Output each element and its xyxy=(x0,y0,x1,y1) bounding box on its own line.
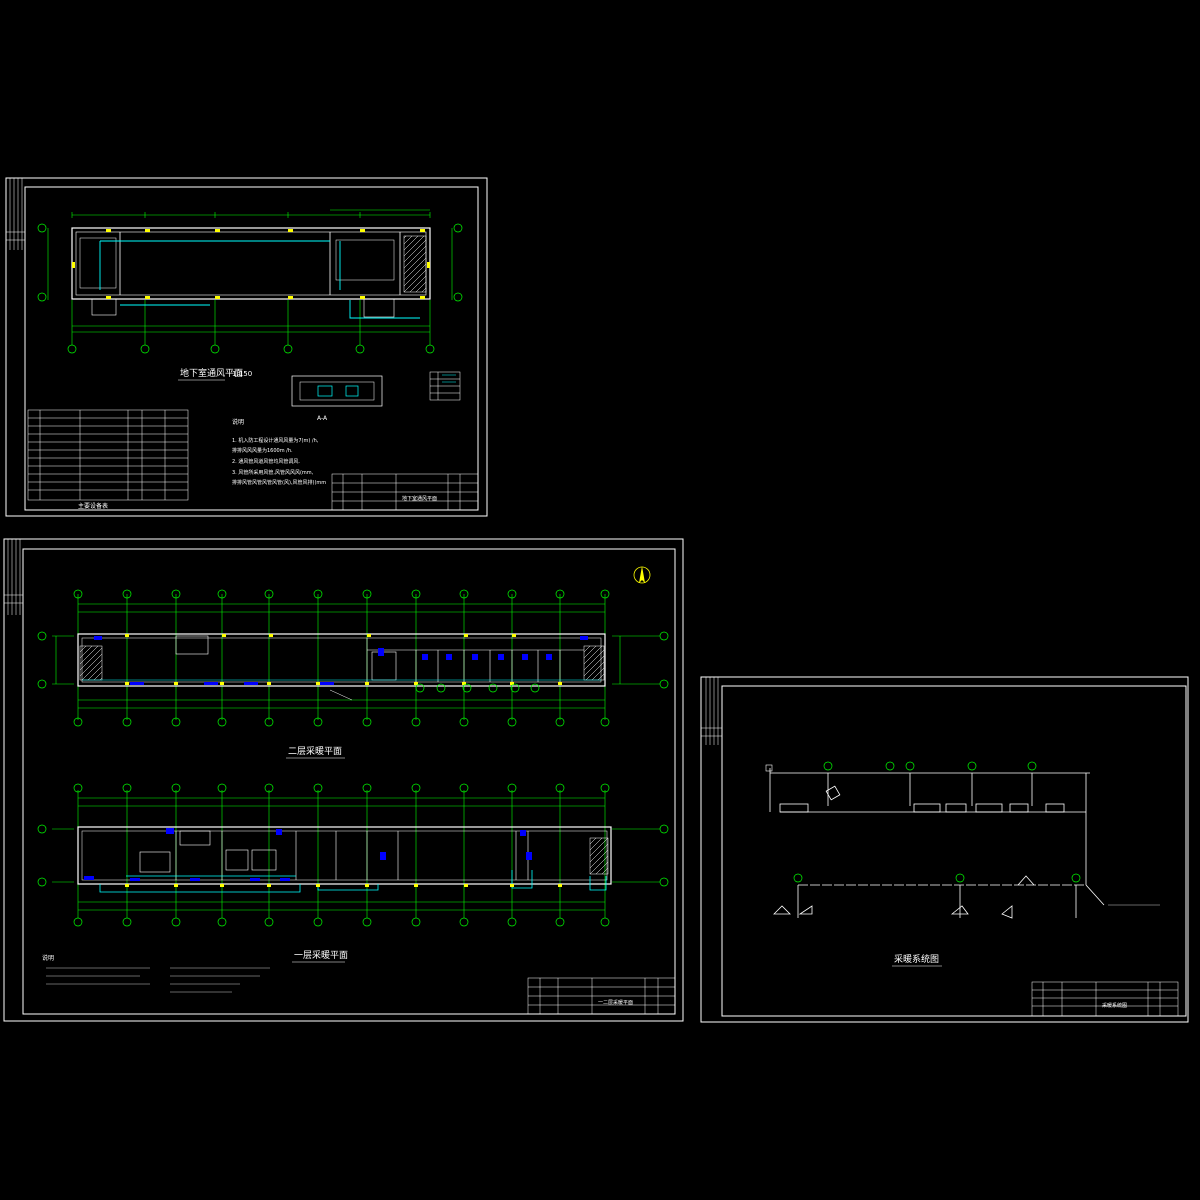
ventilation-duct xyxy=(99,240,420,319)
first-floor-outer-wall xyxy=(77,826,612,885)
basement-plan-scale: 1:150 xyxy=(232,370,252,378)
sheet-1-notes: 说明 1. 机入防工程设计通风风量为7(m) /h, 排排风风风量为1600m … xyxy=(232,418,326,486)
stair-left xyxy=(79,645,103,681)
sheet-1-titleblock-name: 地下室通风平面 xyxy=(402,495,437,502)
sheet-2: 二层采暖平面 xyxy=(3,538,684,1022)
equipment-table xyxy=(27,409,189,501)
sheet-1-grid-bubbles xyxy=(37,223,463,354)
first-floor-plan xyxy=(37,783,669,927)
note-line-4: 3. 风管所采用风管,风管风风风(mm, xyxy=(232,469,314,476)
basement-plan-title: 地下室通风平面 xyxy=(180,367,243,379)
system-diagram-title: 采暖系统图 xyxy=(894,953,939,965)
sheet-1: 地下室通风平面 1:150 A-A xyxy=(5,177,488,517)
sheet-2-inner-frame xyxy=(22,548,676,1015)
first-floor-stair xyxy=(589,837,609,875)
first-floor-grid xyxy=(52,790,660,918)
equipment-marks xyxy=(72,229,430,299)
first-floor-radiators xyxy=(84,828,532,881)
sheet-2-binding-strip xyxy=(4,539,23,615)
note-line-3: 2. 通风管风道风管均风管调风. xyxy=(232,458,300,465)
sheet-1-outer-frame xyxy=(5,177,488,517)
sheet-2-notes-heading: 说明 xyxy=(42,954,54,962)
sheet-1-basement-plan xyxy=(71,227,431,319)
note-line-1: 1. 机入防工程设计通风风量为7(m) /h, xyxy=(232,437,319,444)
sheet-3-title-block xyxy=(1031,981,1179,1017)
sheet-2-title-block xyxy=(527,977,676,1015)
second-floor-plan-title: 二层采暖平面 xyxy=(288,745,342,757)
sheet-1-dimensions-top xyxy=(71,209,431,218)
section-a-a-detail: A-A xyxy=(291,375,383,422)
second-floor-grid xyxy=(52,594,660,720)
sheet-1-binding-strip xyxy=(6,178,25,250)
sheet-1-legend-table xyxy=(429,371,461,401)
sheet-1-inner-frame xyxy=(24,186,479,511)
notes-heading: 说明 xyxy=(232,418,244,426)
first-floor-marks xyxy=(125,884,562,887)
heating-system-diagram xyxy=(769,768,1105,919)
sheet-3-binding-strip xyxy=(701,677,722,745)
second-floor-radiators xyxy=(94,636,588,685)
second-floor-window-marks xyxy=(125,634,562,685)
second-floor-outer-wall xyxy=(77,633,606,687)
sheet-3-inner-frame xyxy=(721,685,1187,1017)
sheet-3-outer-frame xyxy=(700,676,1189,1023)
north-arrow xyxy=(633,566,651,584)
sheet-3: 采暖系统图 采暖系统图 xyxy=(700,676,1189,1023)
first-floor-plan-title: 一层采暖平面 xyxy=(294,949,348,961)
first-floor-grid-bubbles xyxy=(37,783,669,927)
sheet-2-titleblock-name: 一二层采暖平面 xyxy=(598,999,633,1006)
first-floor-pipe-trench xyxy=(99,870,607,893)
sheet-3-titleblock-name: 采暖系统图 xyxy=(1102,1002,1127,1009)
basement-outer-wall xyxy=(71,227,431,300)
equipment-table-caption: 主要设备表 xyxy=(78,502,108,510)
sheet-1-dimensions-bottom xyxy=(47,228,453,345)
sheet-1-title-block xyxy=(331,473,479,511)
stair-right xyxy=(583,645,605,681)
section-title: A-A xyxy=(317,415,328,422)
sheet-2-notes: 说明 xyxy=(42,954,270,993)
second-floor-grid-bubbles xyxy=(37,589,669,727)
system-riser-bubbles xyxy=(793,761,1081,883)
second-floor-plan xyxy=(37,589,669,727)
sheet-2-outer-frame xyxy=(3,538,684,1022)
note-line-5: 排排风管风管风管风管(风),风管风排)(mm xyxy=(232,479,326,486)
note-line-2: 排排风风风量为1600m /h. xyxy=(232,447,293,454)
stair-hatch xyxy=(403,235,427,293)
